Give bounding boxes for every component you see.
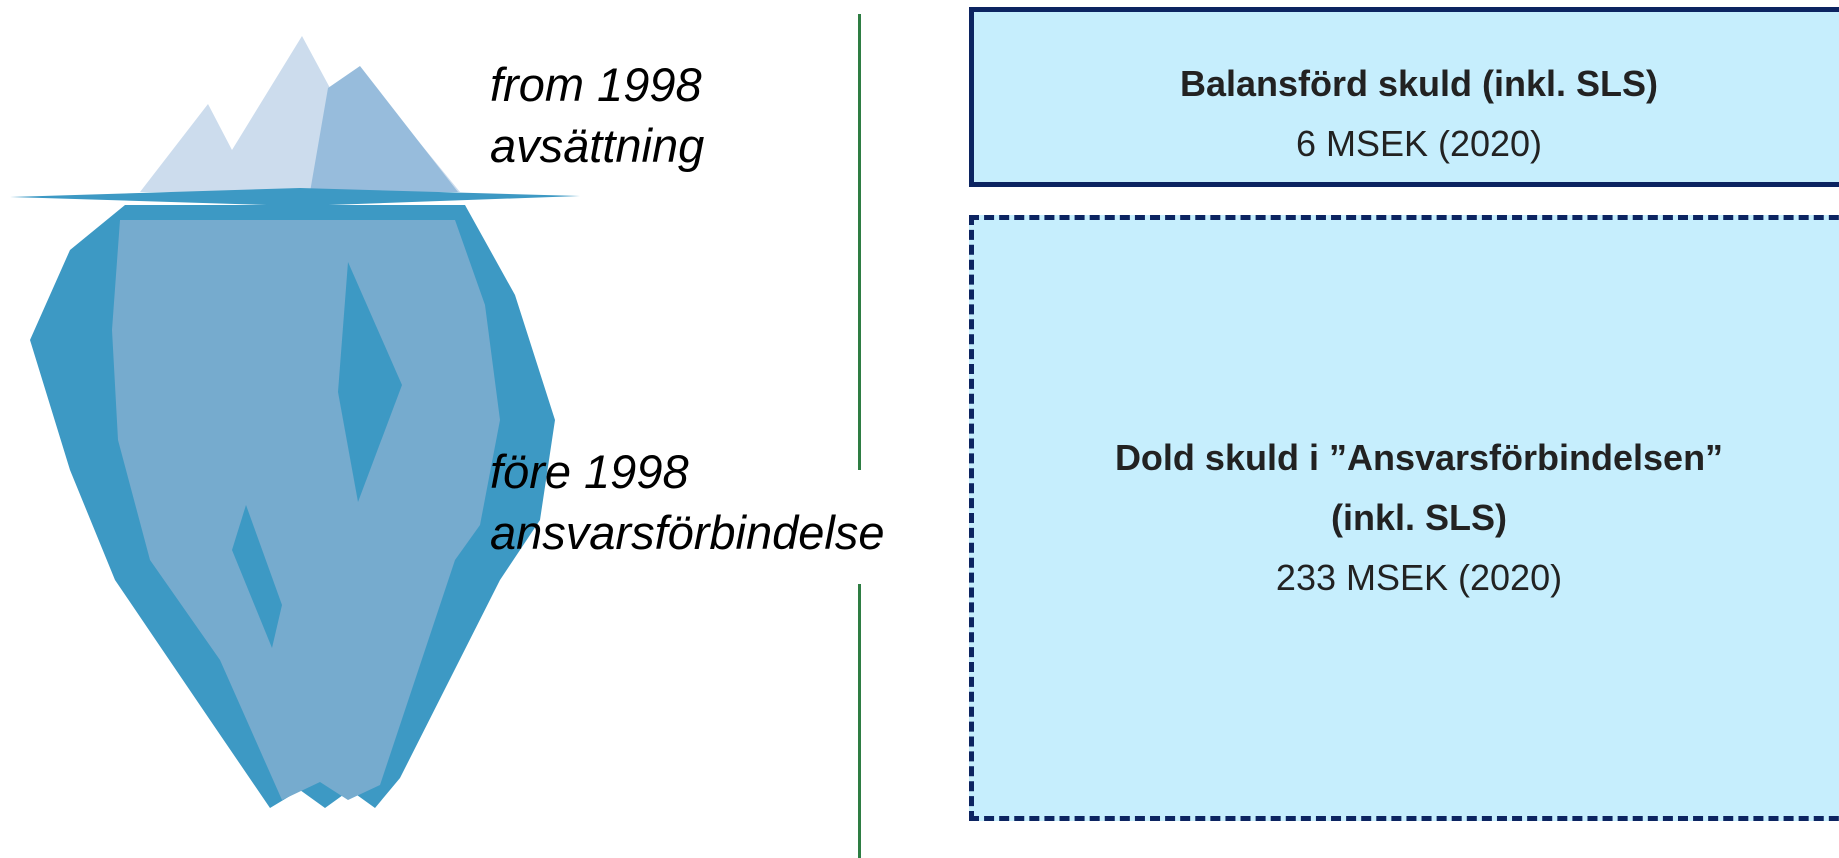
iceberg-facet-2 [232,505,282,648]
hidden-debt-box: Dold skuld i ”Ansvarsförbindelsen” (inkl… [969,215,1839,821]
hidden-debt-title-line1: Dold skuld i ”Ansvarsförbindelsen” [1114,437,1724,478]
hidden-debt-value: 233 MSEK (2020) [1275,557,1563,598]
iceberg-facet-1 [338,262,402,502]
above-water-label-line2: avsättning [490,119,705,172]
iceberg-illustration [10,36,580,808]
hidden-debt-content: Dold skuld i ”Ansvarsförbindelsen” (inkl… [989,428,1839,608]
divider-line-bottom [858,584,861,858]
recorded-debt-value: 6 MSEK (2020) [1295,123,1543,164]
above-water-label: from 1998 avsättning [490,54,704,176]
hidden-debt-title-line2: (inkl. SLS) [1330,497,1507,538]
below-water-label-line2: ansvarsförbindelse [490,506,885,559]
recorded-debt-content: Balansförd skuld (inkl. SLS) 6 MSEK (202… [989,54,1839,174]
recorded-debt-box: Balansförd skuld (inkl. SLS) 6 MSEK (202… [969,7,1839,187]
below-water-label: före 1998 ansvarsförbindelse [490,441,885,563]
below-water-label-line1: före 1998 [490,445,689,498]
recorded-debt-title: Balansförd skuld (inkl. SLS) [1179,63,1659,104]
water-line [10,188,580,206]
divider-line-top [858,14,861,470]
iceberg-peak-shade [310,66,458,192]
above-water-label-line1: from 1998 [490,58,702,111]
iceberg-underwater-light [112,220,500,800]
